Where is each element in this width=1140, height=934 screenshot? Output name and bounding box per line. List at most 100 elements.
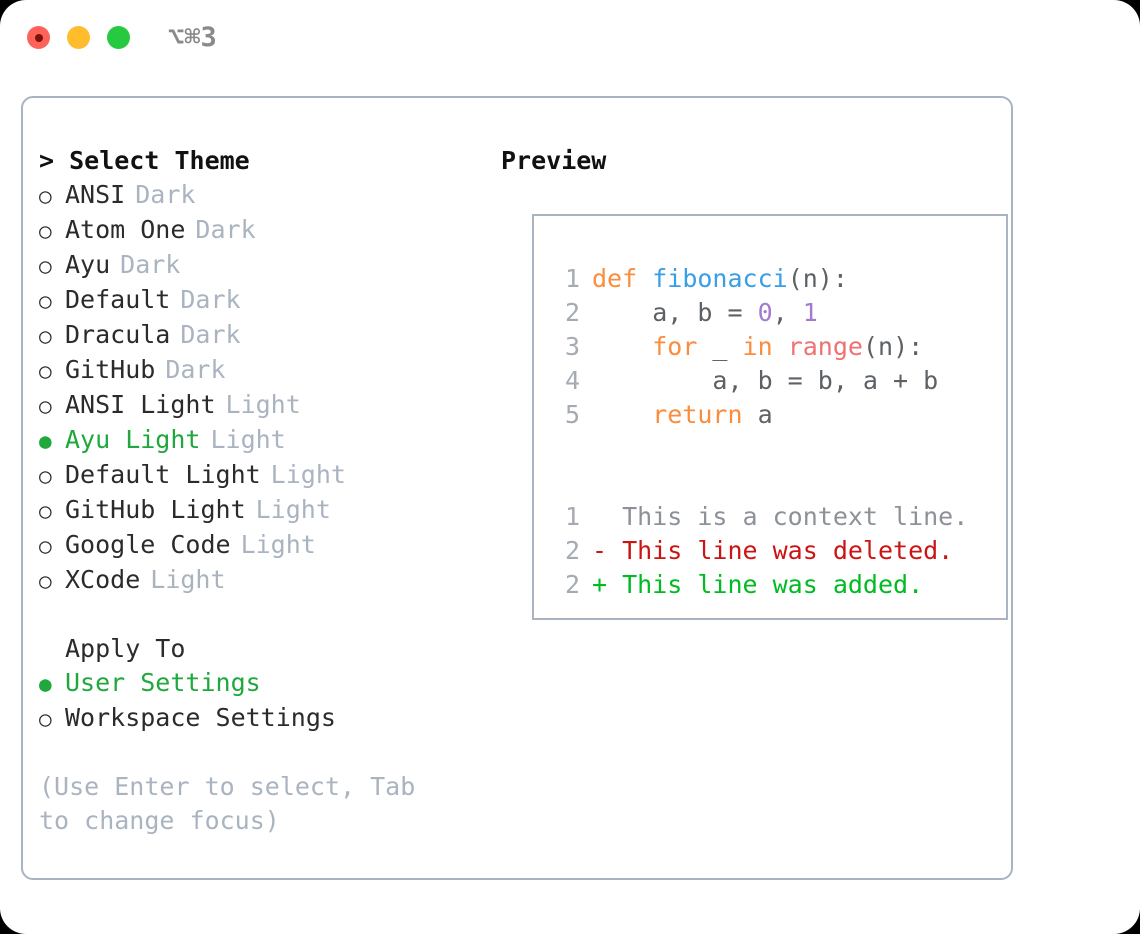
radio-icon: ○ xyxy=(39,219,52,243)
diff-text: + This line was added. xyxy=(592,570,924,599)
radio-icon: ○ xyxy=(39,534,52,558)
apply-to-item[interactable]: ○ Workspace Settings xyxy=(39,701,479,736)
theme-name: Dracula xyxy=(65,320,171,349)
maximize-button-icon[interactable] xyxy=(107,26,130,49)
theme-category-tag: Light xyxy=(240,530,316,559)
select-theme-heading: > Select Theme xyxy=(39,146,250,175)
line-number: 2 xyxy=(564,570,580,599)
diff-preview: 1 This is a context line. 2 - This line … xyxy=(550,500,1006,602)
line-number: 2 xyxy=(564,298,580,327)
apply-to-label: User Settings xyxy=(65,668,261,697)
preview-heading: Preview xyxy=(501,146,607,175)
theme-name: Ayu Light xyxy=(65,425,201,454)
code-token-text xyxy=(592,398,652,432)
theme-list-item-selected[interactable]: ● Ayu Light Light xyxy=(39,423,479,458)
keyboard-hint-text: (Use Enter to select, Tab to change focu… xyxy=(39,772,416,835)
theme-name: ANSI Light xyxy=(65,390,216,419)
radio-icon: ○ xyxy=(39,499,52,523)
close-button-icon[interactable] xyxy=(27,26,50,49)
line-number: 5 xyxy=(564,400,580,429)
theme-name: Default Light xyxy=(65,460,261,489)
code-token-keyword: in xyxy=(742,332,773,361)
radio-icon-selected: ● xyxy=(39,672,52,696)
minimize-button-icon[interactable] xyxy=(67,26,90,49)
theme-name: Atom One xyxy=(65,215,186,244)
preview-box: 1 def fibonacci (n): 2 a, b = 0 , 1 3 xyxy=(532,214,1008,620)
radio-icon: ○ xyxy=(39,324,52,348)
theme-category-tag: Light xyxy=(210,425,286,454)
code-token-keyword: return xyxy=(652,400,743,429)
theme-list-item[interactable]: ○ Default Dark xyxy=(39,283,479,318)
radio-icon: ○ xyxy=(39,707,52,731)
theme-category-tag: Dark xyxy=(135,180,196,209)
theme-name: ANSI xyxy=(65,180,126,209)
radio-icon: ○ xyxy=(39,464,52,488)
code-token-text: (n): xyxy=(862,332,924,361)
code-token-keyword: def xyxy=(592,264,653,293)
line-number: 3 xyxy=(564,332,580,361)
theme-list-item[interactable]: ○ ANSI Light Light xyxy=(39,388,479,423)
theme-name: GitHub xyxy=(65,355,156,384)
theme-category-tag: Light xyxy=(150,565,226,594)
theme-list-item[interactable]: ○ Google Code Light xyxy=(39,528,479,563)
title-bar: ⌥⌘3 xyxy=(0,0,1140,78)
theme-name: Ayu xyxy=(65,250,111,279)
line-number: 2 xyxy=(564,536,580,565)
code-token-text xyxy=(592,330,652,364)
line-number: 4 xyxy=(564,366,580,395)
theme-list-item[interactable]: ○ XCode Light xyxy=(39,563,479,598)
theme-name: Google Code xyxy=(65,530,231,559)
code-token-text: , xyxy=(772,298,803,327)
code-token-text: a, b = xyxy=(592,298,758,327)
keyboard-shortcut-label: ⌥⌘3 xyxy=(168,22,217,53)
preview-spacer xyxy=(550,466,1006,500)
code-line: 1 def fibonacci (n): xyxy=(550,262,1006,296)
radio-icon: ○ xyxy=(39,289,52,313)
list-spacer xyxy=(39,598,479,632)
radio-icon: ○ xyxy=(39,394,52,418)
apply-to-heading: Apply To xyxy=(65,634,186,663)
theme-list-item[interactable]: ○ Ayu Dark xyxy=(39,248,479,283)
preview-column: Preview 1 def fibonacci (n): 2 a, b = 0 … xyxy=(501,144,1008,620)
theme-list-item[interactable]: ○ Dracula Dark xyxy=(39,318,479,353)
theme-list-item[interactable]: ○ GitHub Light Light xyxy=(39,493,479,528)
theme-list: ○ ANSI Dark ○ Atom One Dark ○ Ayu Dark ○… xyxy=(39,178,479,598)
theme-list-item[interactable]: ○ ANSI Dark xyxy=(39,178,479,213)
theme-list-item[interactable]: ○ Atom One Dark xyxy=(39,213,479,248)
diff-text: This is a context line. xyxy=(592,502,969,531)
theme-selection-column: > Select Theme ○ ANSI Dark ○ Atom One Da… xyxy=(39,144,479,838)
theme-category-tag: Dark xyxy=(180,320,241,349)
code-line: 5 return a xyxy=(550,398,1006,432)
code-token-text xyxy=(773,330,788,364)
apply-to-label: Workspace Settings xyxy=(65,703,336,732)
theme-name: GitHub Light xyxy=(65,495,246,524)
code-line: 2 a, b = 0 , 1 xyxy=(550,296,1006,330)
theme-category-tag: Dark xyxy=(120,250,181,279)
radio-icon: ○ xyxy=(39,184,52,208)
line-number: 1 xyxy=(564,502,580,531)
code-token-function: fibonacci xyxy=(652,264,788,293)
theme-category-tag: Light xyxy=(255,495,331,524)
radio-icon: ○ xyxy=(39,254,52,278)
theme-category-tag: Dark xyxy=(165,355,226,384)
code-token-text: a xyxy=(742,400,773,429)
theme-category-tag: Light xyxy=(270,460,346,489)
code-token-text: (n): xyxy=(787,264,848,293)
code-line: 3 for _ in range (n): xyxy=(550,330,1006,364)
code-token-call: range xyxy=(787,332,863,361)
theme-list-item[interactable]: ○ Default Light Light xyxy=(39,458,479,493)
diff-text: - This line was deleted. xyxy=(592,536,954,565)
code-token-keyword: for xyxy=(652,332,698,361)
theme-name: Default xyxy=(65,285,171,314)
radio-icon: ○ xyxy=(39,569,52,593)
line-number: 1 xyxy=(564,264,580,293)
theme-category-tag: Light xyxy=(225,390,301,419)
apply-to-item-selected[interactable]: ● User Settings xyxy=(39,666,479,701)
theme-name: XCode xyxy=(65,565,141,594)
code-token-text: _ xyxy=(697,332,743,361)
theme-list-item[interactable]: ○ GitHub Dark xyxy=(39,353,479,388)
theme-category-tag: Dark xyxy=(195,215,256,244)
theme-category-tag: Dark xyxy=(180,285,241,314)
code-line: 4 a, b = b, a + b xyxy=(550,364,1006,398)
